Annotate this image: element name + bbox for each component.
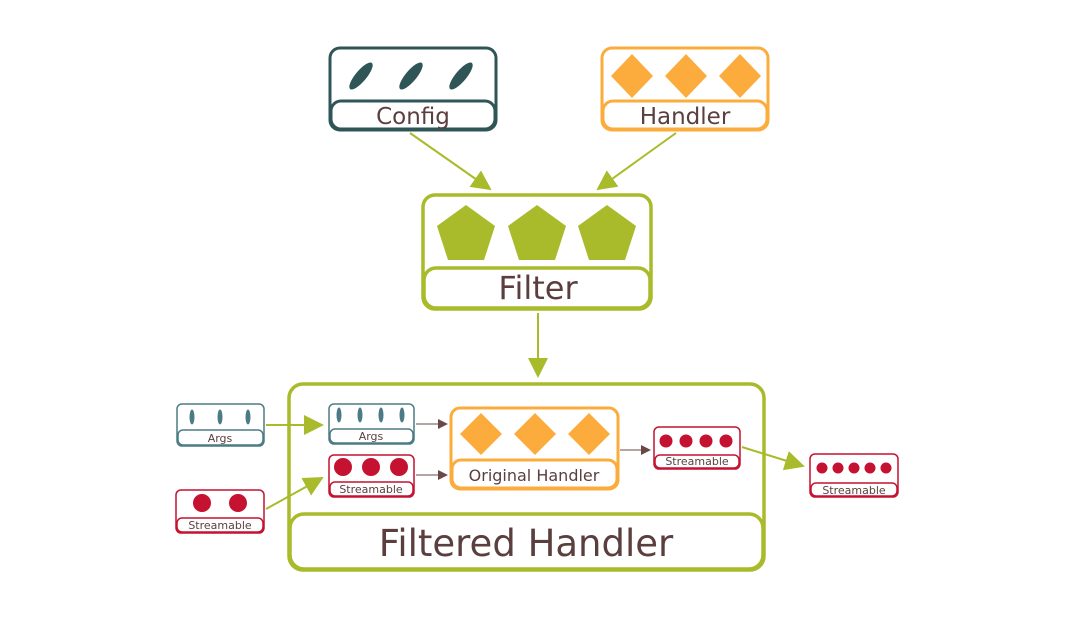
oval-icon (245, 409, 251, 425)
filter-label: Filter (498, 269, 578, 307)
original-handler-node: Original Handler (449, 406, 620, 491)
dot-icon (679, 434, 693, 448)
dot-icon (229, 494, 247, 512)
handler-icons (611, 54, 761, 98)
pentagon-icon (508, 205, 566, 260)
dot-icon (848, 462, 860, 474)
dot-icon (816, 462, 828, 474)
pentagon-icon (437, 205, 495, 260)
handler-label: Handler (640, 104, 731, 130)
dot-icon (659, 434, 673, 448)
oval-icon (336, 407, 342, 423)
slash-dash-icon (399, 62, 423, 90)
slash-dash-icon (449, 62, 473, 90)
dot-icon (864, 462, 876, 474)
args-outer-label: Args (208, 432, 233, 445)
config-label: Config (376, 104, 450, 130)
diamond-icon (514, 413, 556, 455)
filter-node: Filter (421, 193, 653, 311)
dot-icon (699, 434, 713, 448)
diamond-icon (460, 413, 502, 455)
diamond-icon (568, 413, 610, 455)
args-inner-label: Args (359, 430, 384, 443)
dot-icon (334, 458, 352, 476)
original-handler-label: Original Handler (469, 466, 600, 485)
config-node: Config (328, 46, 498, 132)
filter-icons (437, 205, 636, 260)
diamond-icon (665, 54, 707, 98)
original-handler-icons (460, 413, 610, 455)
streamable-out-node: Streamable (653, 426, 741, 470)
dot-icon (832, 462, 844, 474)
streamable-outer-label: Streamable (188, 519, 252, 532)
args-inner-node: Args (328, 403, 415, 445)
args-outer-node: Args (176, 403, 265, 447)
config-icons (349, 62, 473, 90)
dot-icon (880, 462, 892, 474)
diamond-icon (719, 54, 761, 98)
streamable-final-node: Streamable (809, 453, 899, 498)
arrow-config-to-filter (409, 132, 492, 191)
pentagon-icon (578, 205, 636, 260)
streamable-inner-node: Streamable (328, 454, 415, 498)
slash-dash-icon (349, 62, 373, 90)
dot-icon (719, 434, 733, 448)
dot-icon (390, 458, 408, 476)
streamable-outer-node: Streamable (175, 489, 265, 534)
dot-icon (362, 458, 380, 476)
oval-icon (378, 407, 384, 423)
dot-icon (193, 494, 211, 512)
streamable-final-label: Streamable (822, 484, 886, 497)
streamable-out-label: Streamable (665, 455, 729, 468)
arrow-streamable-out (741, 446, 805, 471)
arrow-streamable-in (265, 477, 324, 510)
oval-icon (399, 407, 405, 423)
arrow-handler-to-filter (596, 132, 677, 191)
diamond-icon (611, 54, 653, 98)
handler-node: Handler (600, 46, 770, 132)
oval-icon (217, 409, 223, 425)
oval-icon (189, 409, 195, 425)
filtered-handler-label: Filtered Handler (379, 522, 674, 565)
oval-icon (357, 407, 363, 423)
streamable-inner-label: Streamable (339, 483, 403, 496)
